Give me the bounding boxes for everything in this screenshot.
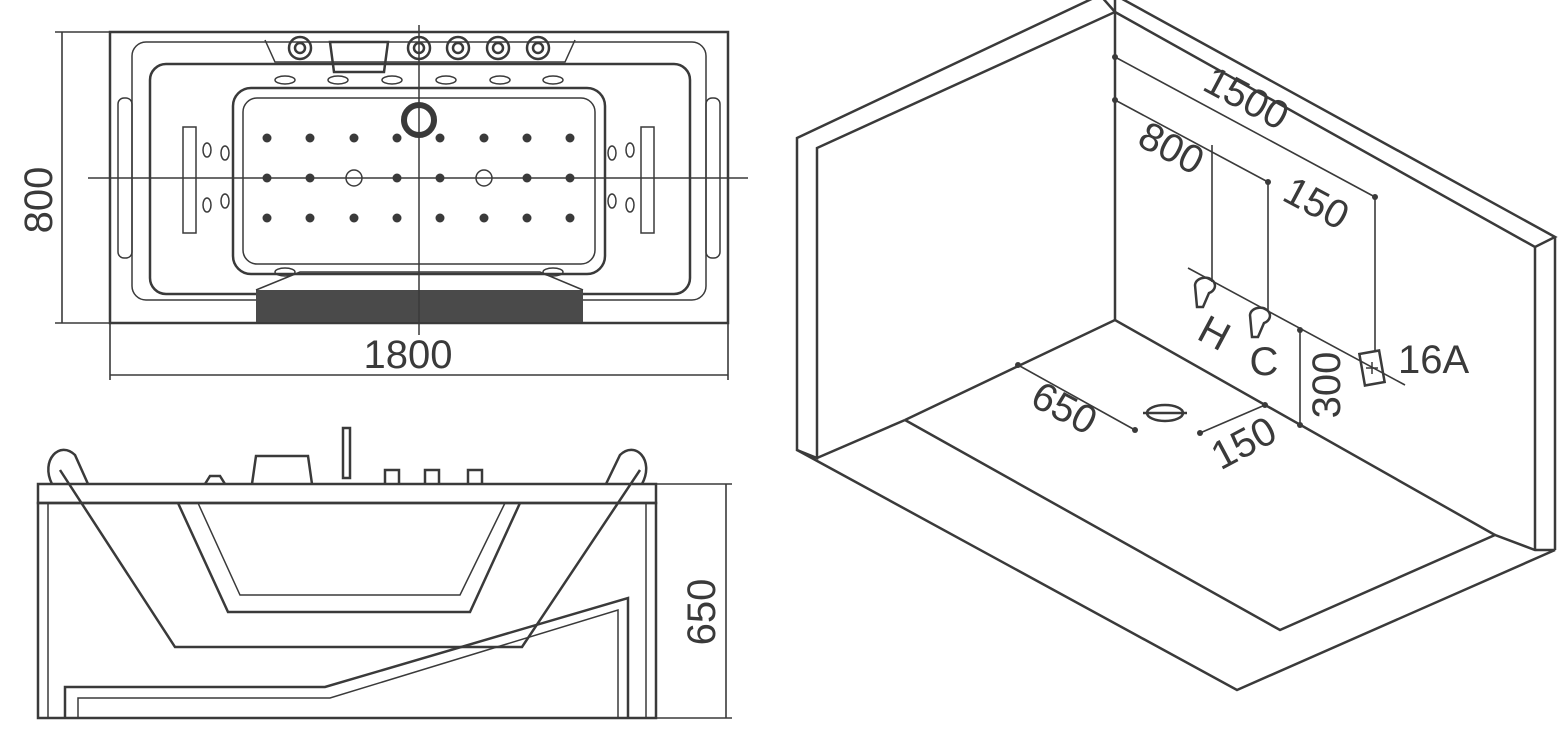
pillow-icon xyxy=(250,454,314,485)
floor-front xyxy=(796,418,1556,692)
jet-dot xyxy=(479,213,489,223)
right-grab-handle-icon xyxy=(604,448,648,485)
top-view: 800 1800 xyxy=(17,25,748,380)
shower-handle-icon xyxy=(341,426,352,480)
dimension-points xyxy=(1015,54,1378,436)
seat-line xyxy=(255,271,584,291)
jet-dot xyxy=(565,133,575,143)
hot-tap-icon xyxy=(1193,276,1217,309)
width-dimension xyxy=(109,323,729,380)
jet-dot xyxy=(522,133,532,143)
cold-label: C xyxy=(1250,340,1279,384)
jet-dot xyxy=(522,213,532,223)
floor-drain-icon xyxy=(1143,403,1187,423)
tap-spacing-label: 150 xyxy=(1276,168,1356,238)
jet-dot xyxy=(305,133,315,143)
deck-jets xyxy=(274,75,564,277)
depth-dimension xyxy=(55,31,110,324)
height-dimension xyxy=(656,483,732,719)
installation-view: 1500 800 150 H C 300 16A 650 150 xyxy=(795,0,1558,692)
jet-dot xyxy=(349,133,359,143)
jet-dot xyxy=(392,133,402,143)
seat xyxy=(63,596,630,718)
jet-dot xyxy=(262,213,272,223)
jet-dot xyxy=(435,133,445,143)
jet-dot xyxy=(435,213,445,223)
jet-dot xyxy=(565,213,575,223)
pillow-icon xyxy=(328,40,390,74)
left-grab-handle-icon xyxy=(47,448,90,485)
jet-dot xyxy=(349,213,359,223)
window-outer xyxy=(176,502,522,614)
power-socket-icon xyxy=(1357,349,1387,387)
window-inner xyxy=(197,502,506,596)
hot-label: H xyxy=(1191,307,1237,359)
jet-dot xyxy=(392,213,402,223)
jet-dot xyxy=(479,133,489,143)
power-label: 16A xyxy=(1398,338,1469,382)
knob-icon xyxy=(485,35,511,61)
side-view: 650 xyxy=(36,426,732,720)
depth-label: 800 xyxy=(17,167,61,234)
hot-tap-offset-label: 800 xyxy=(1131,113,1211,183)
jet-dot xyxy=(305,213,315,223)
jet-dot xyxy=(262,133,272,143)
right-side-bar xyxy=(640,126,655,234)
left-side-bar xyxy=(182,126,197,234)
knob-icon xyxy=(525,35,551,61)
tap-height-label: 300 xyxy=(1305,352,1349,419)
floor xyxy=(904,318,1496,537)
left-brace xyxy=(58,469,642,649)
cold-tap-icon xyxy=(1248,306,1272,339)
top-controls xyxy=(264,35,576,74)
drain-offset-label: 650 xyxy=(1024,373,1104,443)
width-label: 1800 xyxy=(364,333,453,377)
tub-lip xyxy=(36,482,658,505)
knob-icon xyxy=(287,35,313,61)
side-jets xyxy=(202,142,635,213)
seat-inner xyxy=(77,608,619,718)
fixtures xyxy=(203,468,484,485)
knob-icon xyxy=(445,35,471,61)
drain-wall-offset-label: 150 xyxy=(1204,408,1284,478)
dimension-lines xyxy=(1017,56,1406,434)
height-label: 650 xyxy=(680,579,724,646)
